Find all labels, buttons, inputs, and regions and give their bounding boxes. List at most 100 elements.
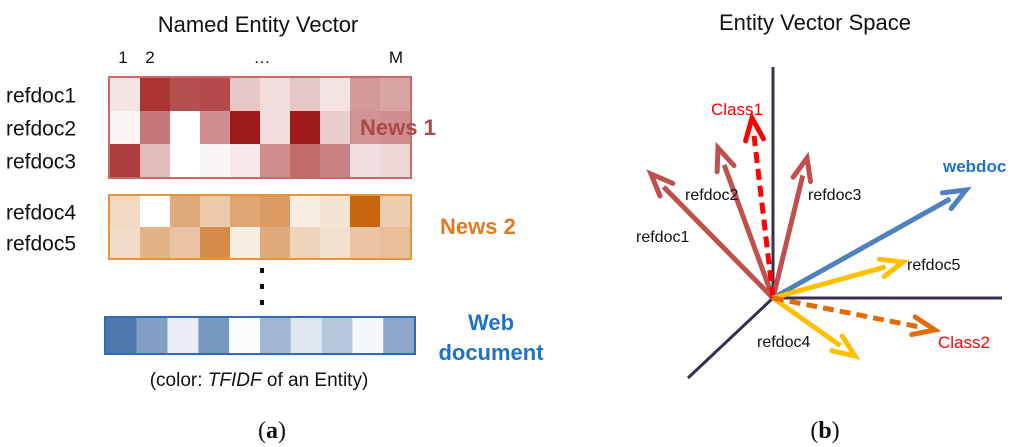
news2-label: News 2 xyxy=(440,214,516,239)
heatmap-cell xyxy=(170,144,200,177)
heatmap-cell xyxy=(320,111,350,144)
web-cell xyxy=(229,318,260,353)
heatmap-cell xyxy=(260,196,290,227)
heatmap-cell xyxy=(230,227,260,258)
heatmap-cell xyxy=(320,227,350,258)
heatmap-cell xyxy=(140,196,170,227)
heatmap-cell xyxy=(110,196,140,227)
heatmap-cell xyxy=(140,227,170,258)
heatmap-cell xyxy=(170,111,200,144)
web-cell xyxy=(260,318,291,353)
label-refdoc2: refdoc2 xyxy=(685,187,738,204)
label-refdoc1: refdoc1 xyxy=(636,229,689,246)
web-cell xyxy=(321,318,353,353)
heatmap-cell xyxy=(170,78,200,111)
heatmap-cell xyxy=(260,144,290,177)
vector-class1 xyxy=(743,111,776,299)
panel-a-label: (a) xyxy=(258,418,286,444)
label-webdoc: webdoc xyxy=(942,157,1006,176)
panel-a-title: Named Entity Vector xyxy=(158,12,359,37)
panel-b: Entity Vector Space refdoc1 refdoc2 refd… xyxy=(636,10,1006,444)
heatmap-cell xyxy=(350,227,380,258)
heatmap-cell xyxy=(110,78,140,111)
label-class2: Class2 xyxy=(938,333,990,352)
heatmap-cell xyxy=(200,111,230,144)
web-cell xyxy=(352,318,384,353)
color-caption: (color: TFIDF of an Entity) xyxy=(150,370,369,391)
heatmap-cell xyxy=(170,227,200,258)
heatmap-cell xyxy=(110,111,140,144)
web-label-line1: Web xyxy=(468,310,514,335)
web-cell xyxy=(383,318,414,353)
heatmap-cell xyxy=(260,227,290,258)
web-cell xyxy=(167,318,199,353)
heatmap-cell xyxy=(380,196,410,227)
column-label-ellipsis: … xyxy=(254,48,271,67)
heatmap-cell xyxy=(140,111,170,144)
vector-refdoc3 xyxy=(770,151,814,299)
label-refdoc4: refdoc4 xyxy=(757,334,810,351)
heatmap-cell xyxy=(350,78,380,111)
heatmap-cell xyxy=(200,78,230,111)
heatmap-cell xyxy=(230,78,260,111)
vector-refdoc4 xyxy=(771,295,861,360)
web-cell xyxy=(136,318,168,353)
heatmap-cell xyxy=(320,196,350,227)
column-label-first: 1 xyxy=(118,48,127,67)
panel-b-letter: b xyxy=(818,418,831,444)
heatmap-cell xyxy=(290,111,320,144)
heatmap-cell xyxy=(110,227,140,258)
group-border xyxy=(108,76,412,179)
vector-arrows xyxy=(646,111,972,360)
heatmap-cell xyxy=(290,78,320,111)
panel-a: Named Entity Vector 1 2 … M refdoc1refdo… xyxy=(6,12,544,444)
row-label-refdoc3: refdoc3 xyxy=(6,151,76,174)
label-refdoc3: refdoc3 xyxy=(808,187,861,204)
heatmap-cell xyxy=(290,196,320,227)
web-cell xyxy=(106,318,137,353)
panel-a-letter: a xyxy=(266,418,278,444)
caption-italic: TFIDF xyxy=(208,370,263,391)
panel-b-title: Entity Vector Space xyxy=(719,10,911,35)
column-label-last: M xyxy=(389,48,403,67)
heatmap-cell xyxy=(230,111,260,144)
heatmap-cell xyxy=(380,78,410,111)
row-label-refdoc4: refdoc4 xyxy=(6,202,76,225)
heatmap-cell xyxy=(290,227,320,258)
vector-refdoc1 xyxy=(646,169,775,300)
label-class1: Class1 xyxy=(711,100,763,119)
heatmap-cell xyxy=(380,227,410,258)
heatmap-cell xyxy=(110,144,140,177)
heatmap-cell xyxy=(350,111,380,144)
heatmap-cell xyxy=(320,144,350,177)
heatmap-cell xyxy=(200,196,230,227)
label-refdoc5: refdoc5 xyxy=(907,257,960,274)
row-label-refdoc1: refdoc1 xyxy=(6,85,76,108)
vertical-ellipsis xyxy=(260,268,264,305)
heatmap-cell xyxy=(290,144,320,177)
web-cell xyxy=(290,318,322,353)
web-row-border xyxy=(104,316,416,355)
vector-class2 xyxy=(772,295,942,338)
panel-b-label: (b) xyxy=(810,418,839,444)
web-label-line2: document xyxy=(438,340,544,365)
vector-refdoc2 xyxy=(714,141,776,299)
coordinate-axes xyxy=(686,67,1002,380)
group-border xyxy=(108,194,412,260)
heatmap-cell xyxy=(380,111,410,144)
heatmap-cell xyxy=(170,196,200,227)
heatmap-cell xyxy=(260,111,290,144)
heatmap-cell xyxy=(200,144,230,177)
caption-suffix: of an Entity) xyxy=(262,370,369,391)
row-label-refdoc2: refdoc2 xyxy=(6,118,76,141)
web-cell xyxy=(198,318,230,353)
heatmap-cell xyxy=(380,144,410,177)
heatmap-cell xyxy=(140,78,170,111)
heatmap-cell xyxy=(140,144,170,177)
vector-webdoc xyxy=(771,186,972,301)
heatmap-cell xyxy=(230,196,260,227)
heatmap-cell xyxy=(320,78,350,111)
heatmap-cell xyxy=(260,78,290,111)
news1-label: News 1 xyxy=(360,115,436,140)
